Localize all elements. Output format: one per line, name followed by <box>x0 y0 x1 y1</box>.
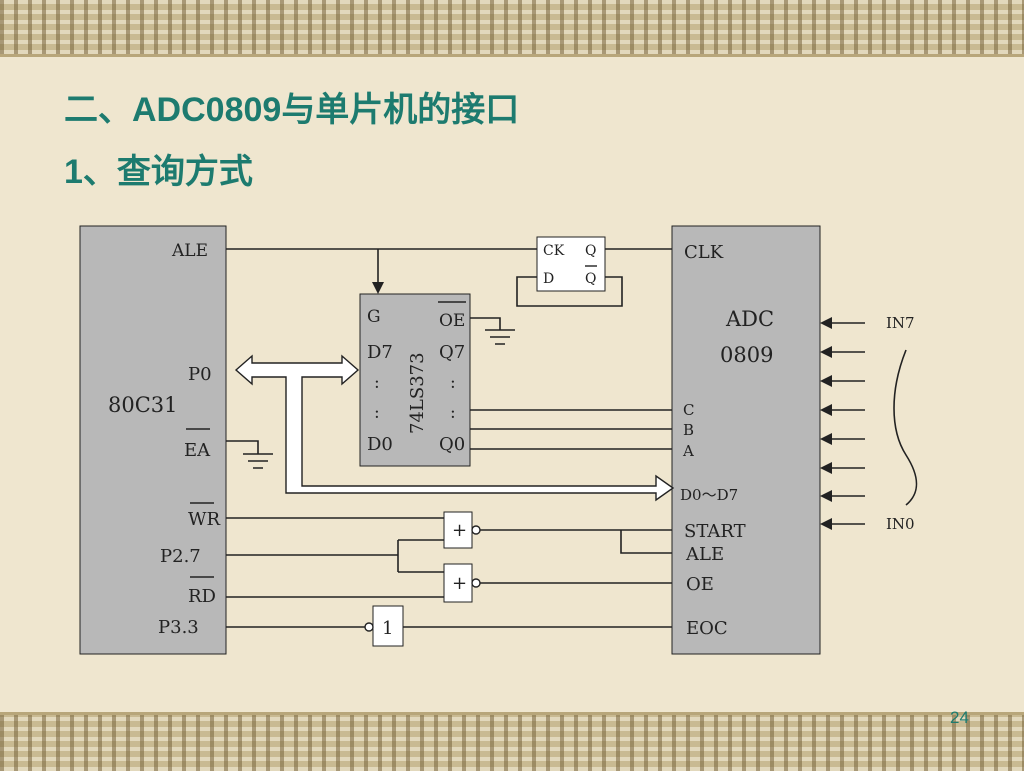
or-gate-wr <box>443 511 473 549</box>
latch-dots-left-1: : <box>374 373 380 393</box>
adc-pin-oe: OE <box>686 574 714 595</box>
arrow-into-g <box>372 282 384 294</box>
adc-pin-c: C <box>683 401 694 419</box>
latch-pin-d0: D0 <box>367 434 393 455</box>
arrowhead-3 <box>820 375 832 387</box>
subtitle-number: 1 <box>64 153 83 191</box>
mcu-pin-p33: P3.3 <box>158 617 199 638</box>
decorative-bottom-border <box>0 712 1024 771</box>
title-chip-name: ADC0809 <box>132 91 282 129</box>
ground-symbol-ea <box>243 453 273 469</box>
mcu-name: 80C31 <box>108 393 178 417</box>
flipflop-pin-d: D <box>543 271 554 287</box>
latch-74ls373-body <box>359 293 471 467</box>
arrowhead-7 <box>820 490 832 502</box>
or-gate-rd <box>443 563 473 603</box>
page-number: 24 <box>950 708 969 727</box>
latch-pin-g: G <box>367 307 381 327</box>
mcu-pin-wr: WR <box>188 509 221 530</box>
mcu-pin-ea: EA <box>184 440 211 461</box>
flipflop-pin-ck: CK <box>543 243 565 259</box>
adc-name-line1: ADC <box>725 307 774 331</box>
input-range-brace <box>893 349 918 506</box>
wire-oe-to-ground <box>470 317 501 330</box>
slide-title: 二、ADC0809与单片机的接口 <box>64 82 519 131</box>
bubble-not <box>364 622 374 632</box>
adc-pin-data: D0～D7 <box>680 486 738 504</box>
adc-input-in7: IN7 <box>886 314 915 332</box>
latch-name: 74LS373 <box>407 352 428 434</box>
ground-symbol-latch <box>485 329 515 345</box>
bubble-or-rd <box>471 578 481 588</box>
adc-pin-clk: CLK <box>684 242 724 263</box>
arrowhead-6 <box>820 462 832 474</box>
flipflop-pin-qbar: Q <box>585 271 596 287</box>
latch-dots-right-2: : <box>450 403 456 423</box>
or-gate-wr-symbol: + <box>452 520 467 541</box>
arrowhead-4 <box>820 404 832 416</box>
mcu-pin-rd: RD <box>188 586 216 607</box>
slide-subtitle: 1、查询方式 <box>64 144 253 193</box>
analog-input-arrows <box>828 322 865 525</box>
not-gate-symbol: 1 <box>382 618 393 639</box>
adc-pin-eoc: EOC <box>686 618 728 639</box>
wires <box>226 248 672 628</box>
title-prefix: 二、 <box>64 90 132 130</box>
latch-pin-d7: D7 <box>367 342 393 363</box>
flipflop-body <box>536 236 606 292</box>
wire-qbar-to-d <box>516 276 623 307</box>
inversion-bubbles <box>364 525 481 632</box>
latch-pin-q7: Q7 <box>439 342 465 363</box>
latch-dots-right-1: : <box>450 373 456 393</box>
overbars <box>186 265 597 578</box>
adc-pin-a: A <box>682 442 694 460</box>
arrowhead-in7 <box>820 317 832 329</box>
subtitle-text: 、查询方式 <box>82 152 253 192</box>
latch-dots-left-2: : <box>374 403 380 423</box>
wire-start-to-ale <box>620 530 672 554</box>
wire-ea-to-ground <box>226 440 259 454</box>
flipflop-pin-q: Q <box>585 243 596 259</box>
arrowhead-2 <box>820 346 832 358</box>
mcu-pin-p27: P2.7 <box>160 546 201 567</box>
mcu-pin-ale: ALE <box>171 241 208 261</box>
or-gate-rd-symbol: + <box>452 573 467 594</box>
title-suffix: 与单片机的接口 <box>281 90 520 130</box>
mcu-80c31-body <box>79 225 227 655</box>
adc-name-line2: 0809 <box>720 343 773 367</box>
adc-pin-b: B <box>683 421 694 439</box>
latch-pin-oe: OE <box>439 311 465 331</box>
bubble-or-wr <box>471 525 481 535</box>
decorative-top-border <box>0 0 1024 57</box>
analog-input-arrowheads <box>820 317 832 530</box>
arrowhead-in0 <box>820 518 832 530</box>
adc-input-in0: IN0 <box>886 515 915 533</box>
latch-pin-q0: Q0 <box>439 434 465 455</box>
data-bus-arrow <box>234 354 675 502</box>
mcu-pin-p0: P0 <box>188 364 212 385</box>
not-gate-eoc <box>372 605 404 647</box>
adc-pin-ale: ALE <box>685 544 724 565</box>
adc-0809-body <box>671 225 821 655</box>
adc-pin-start: START <box>684 521 746 542</box>
arrowhead-5 <box>820 433 832 445</box>
